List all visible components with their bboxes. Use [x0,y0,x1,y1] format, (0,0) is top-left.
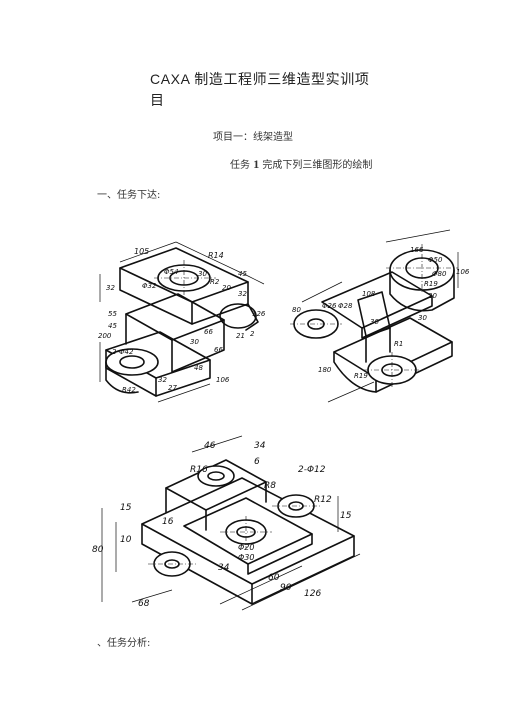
dim-48-label: 48 [194,364,203,372]
isometric-drawing-1: 105 R14 Φ54 Φ32 30 32 R2 20 45 55 32 45 … [98,241,266,403]
dim-phi32-label: Φ32 [142,282,157,290]
section-task-analysis: 、任务分析: [97,638,151,649]
project-heading: 项目一：线架造型 [213,132,293,143]
dim-34-label: 34 [254,441,266,451]
dim-32c-label: 32 [158,376,167,384]
dim-16-label: 16 [162,517,174,527]
document-title: CAXA 制造工程师三维造型实训项目 [150,71,370,108]
dim-r2-label: R2 [210,278,220,286]
dim-r14-label: R14 [208,251,224,260]
task-heading: 任务 1 完成下列三维图形的绘制 [230,156,372,172]
dim-45b-label: 45 [108,322,117,330]
dim-6-label: 6 [254,457,260,467]
dim-32-label: 32 [106,284,115,292]
dim-20-label: 20 [222,284,231,292]
isometric-drawing-2: 166 Φ50 Φ80 106 R19 20 80 Φ26 Φ28 108 30… [290,229,470,403]
dim-200-label: 200 [98,332,112,340]
dim-60-label: 60 [268,573,280,583]
dim-55-label: 55 [108,310,117,318]
dim-phi30-label: Φ30 [238,553,254,562]
dim-126b-label: 126 [304,589,321,599]
dim-r16-label: R16 [190,465,208,475]
dim-80-label: 80 [292,306,301,314]
task-heading-suffix: 完成下列三维图形的绘制 [262,160,373,171]
dim-2-label: 2 [250,330,255,338]
dim-r12-label: R12 [314,495,332,505]
dim-2-phi42-label: 2-Φ42 [112,348,134,356]
dim-r8-label: R8 [264,481,276,491]
dim-106-label: 106 [216,376,230,384]
dim-27-label: 27 [168,384,177,392]
dim-r19b-label: R19 [354,372,368,380]
dim-66b-label: 66 [214,346,223,354]
section-task-assignment: 一、任务下达: [97,190,161,201]
dim-32b-label: 32 [238,290,247,298]
dim-106b-label: 106 [456,268,470,276]
dim-166-label: 166 [410,246,424,254]
dim-phi28-label: Φ28 [338,302,353,310]
dim-30b-label: 30 [190,338,199,346]
dim-30d-label: 30 [418,314,427,322]
dim-30c-label: 30 [370,318,379,326]
dim-68-label: 68 [138,599,150,609]
dim-34b-label: 34 [218,563,230,573]
dim-15b-label: 15 [340,511,352,521]
dim-10-label: 10 [120,535,132,545]
dim-15-label: 15 [120,503,132,513]
dim-46-label: 46 [204,441,216,451]
dim-r1-label: R1 [394,340,403,348]
dim-phi80-label: Φ80 [432,270,447,278]
dim-phi54-label: Φ54 [164,268,178,276]
dim-90-label: 90 [280,583,292,593]
task-number: 1 [253,157,260,171]
dim-126-label: 126 [252,310,266,318]
dim-45-label: 45 [238,270,247,278]
dim-66-label: 66 [204,328,213,336]
task-heading-prefix: 任务 [230,160,250,171]
isometric-drawing-3: 46 34 R16 6 2-Φ12 R8 R12 15 15 16 10 80 … [92,435,361,611]
dim-phi26-label: Φ26 [322,302,337,310]
dim-21-label: 21 [236,332,245,340]
dim-20b-label: 20 [428,292,437,300]
dim-180-label: 180 [318,366,332,374]
dim-r42-label: R42 [122,386,136,394]
dim-105-label: 105 [134,247,149,256]
dim-108-label: 108 [362,290,376,298]
dim-phi50-label: Φ50 [428,256,443,264]
dim-2-phi12-label: 2-Φ12 [298,465,326,475]
dim-80b-label: 80 [92,545,104,555]
dim-30-label: 30 [198,270,207,278]
dim-r19-label: R19 [424,280,438,288]
dim-phi20-label: Φ20 [238,543,254,552]
